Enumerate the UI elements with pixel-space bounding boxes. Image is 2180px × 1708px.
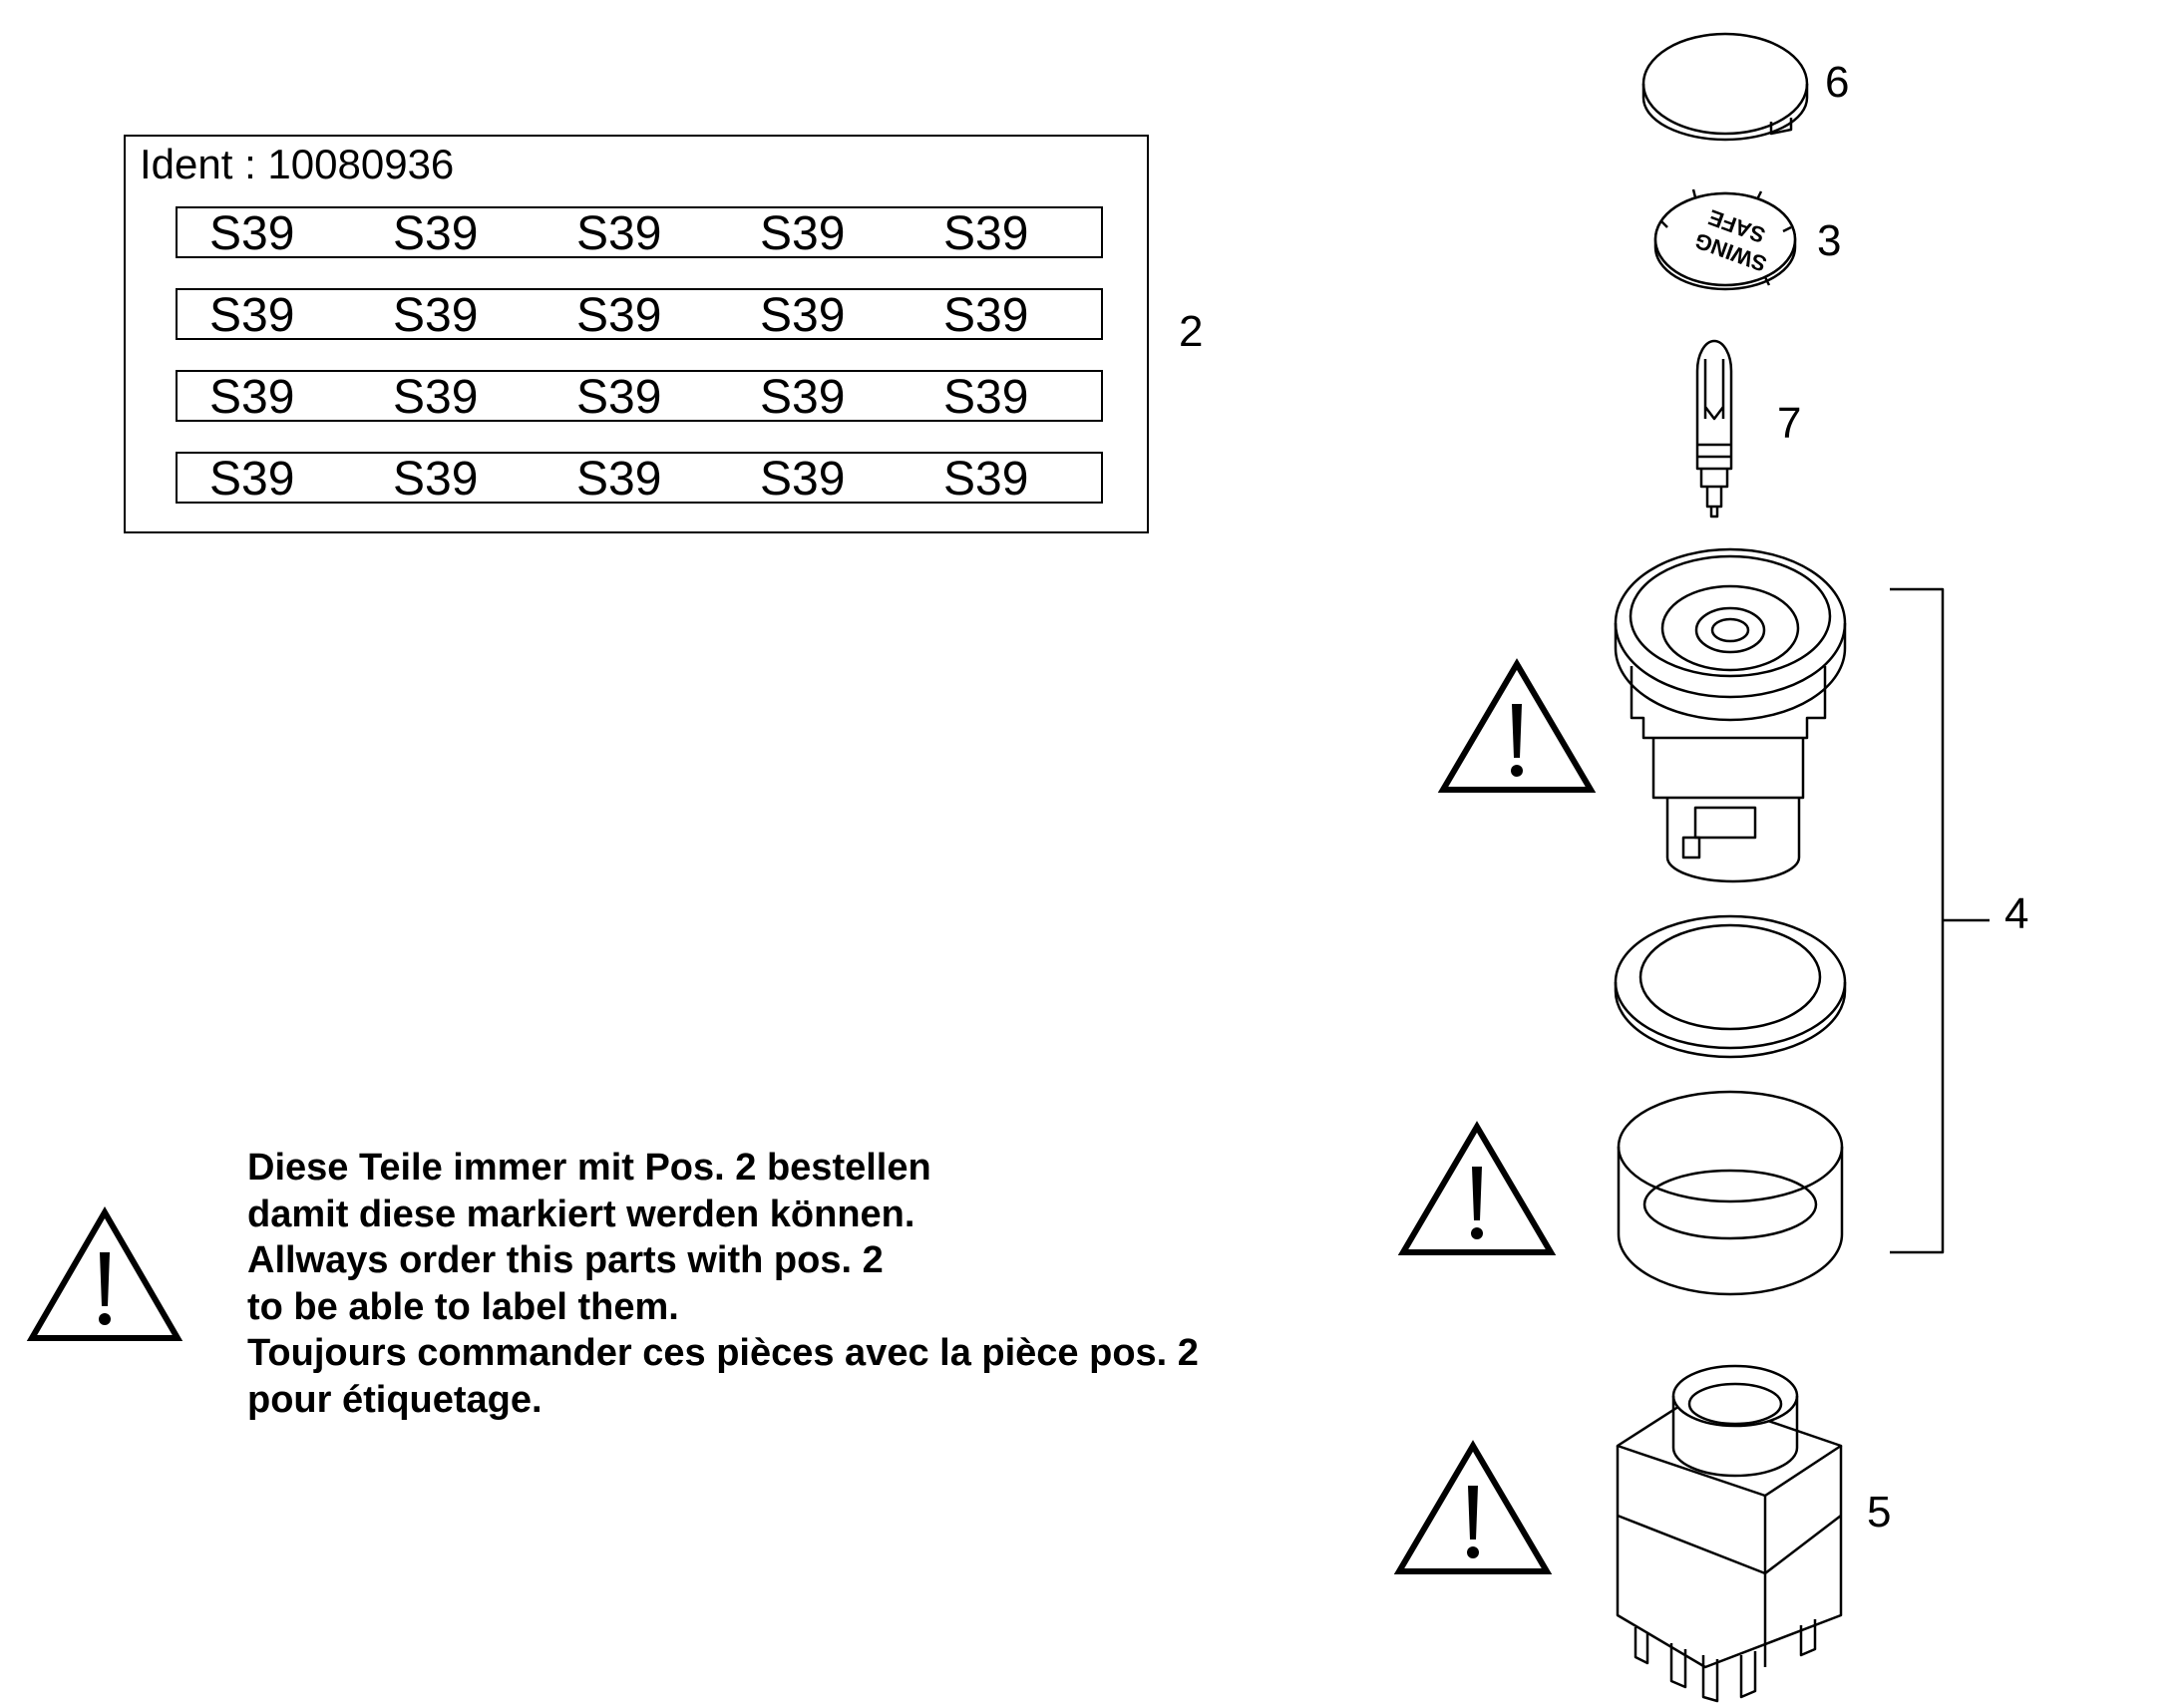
part-4-button-housing [1614, 547, 1847, 883]
label-cell: S39 [576, 453, 662, 506]
label-cell: S39 [576, 207, 662, 260]
label-cell: S39 [760, 289, 846, 342]
label-strip-row: S39 S39 S39 S39 S39 [176, 288, 1103, 342]
label-cell: S39 [393, 289, 479, 342]
callout-pos-6: 6 [1825, 58, 1850, 107]
warning-line: Allways order this parts with pos. 2 [247, 1239, 884, 1281]
part-3-swing-safe-lens [1653, 188, 1797, 291]
part-5-switch-block [1616, 1364, 1843, 1703]
label-cell: S39 [393, 453, 479, 506]
label-cell: S39 [760, 371, 846, 424]
label-cell: S39 [576, 371, 662, 424]
label-cell: S39 [209, 371, 295, 424]
part-4-cup-ring [1617, 1090, 1844, 1296]
ident-number: Ident : 10080936 [140, 141, 455, 187]
label-cell: S39 [760, 207, 846, 260]
label-cell: S39 [209, 289, 295, 342]
callout-pos-7: 7 [1777, 399, 1802, 448]
pos-4-bracket [1890, 587, 1990, 1254]
callout-pos-4: 4 [2004, 889, 2029, 938]
label-strip-row: S39 S39 S39 S39 S39 [176, 206, 1103, 260]
label-cell: S39 [209, 207, 295, 260]
warning-line: Diese Teile immer mit Pos. 2 bestellen [247, 1147, 931, 1189]
label-cell: S39 [943, 453, 1029, 506]
label-strip-row: S39 S39 S39 S39 S39 [176, 452, 1103, 506]
warning-triangle-icon [1397, 1121, 1557, 1255]
label-cell: S39 [209, 453, 295, 506]
label-cell: S39 [393, 371, 479, 424]
callout-pos-5: 5 [1867, 1488, 1892, 1537]
warning-note: Diese Teile immer mit Pos. 2 bestellen d… [247, 1145, 1199, 1423]
part-6-round-cap [1641, 32, 1809, 142]
label-strip-row: S39 S39 S39 S39 S39 [176, 370, 1103, 424]
label-cell: S39 [393, 207, 479, 260]
warning-triangle-icon [1437, 658, 1597, 793]
warning-line: pour étiquetage. [247, 1378, 543, 1421]
warning-triangle-icon [1393, 1440, 1553, 1574]
label-cell: S39 [760, 453, 846, 506]
label-cell: S39 [943, 289, 1029, 342]
callout-pos-2: 2 [1179, 307, 1204, 356]
label-cell: S39 [576, 289, 662, 342]
warning-triangle-icon [26, 1206, 183, 1341]
part-7-lamp-bulb [1695, 339, 1733, 518]
warning-line: to be able to label them. [247, 1285, 679, 1328]
callout-pos-3: 3 [1817, 216, 1842, 265]
ident-label-sheet: Ident : 10080936 S39 S39 S39 S39 S39 S39… [124, 135, 1149, 533]
warning-line: Toujours commander ces pièces avec la pi… [247, 1332, 1199, 1374]
label-cell: S39 [943, 371, 1029, 424]
part-4-sealing-ring [1614, 914, 1847, 1059]
label-cell: S39 [943, 207, 1029, 260]
warning-line: damit diese markiert werden können. [247, 1193, 915, 1235]
